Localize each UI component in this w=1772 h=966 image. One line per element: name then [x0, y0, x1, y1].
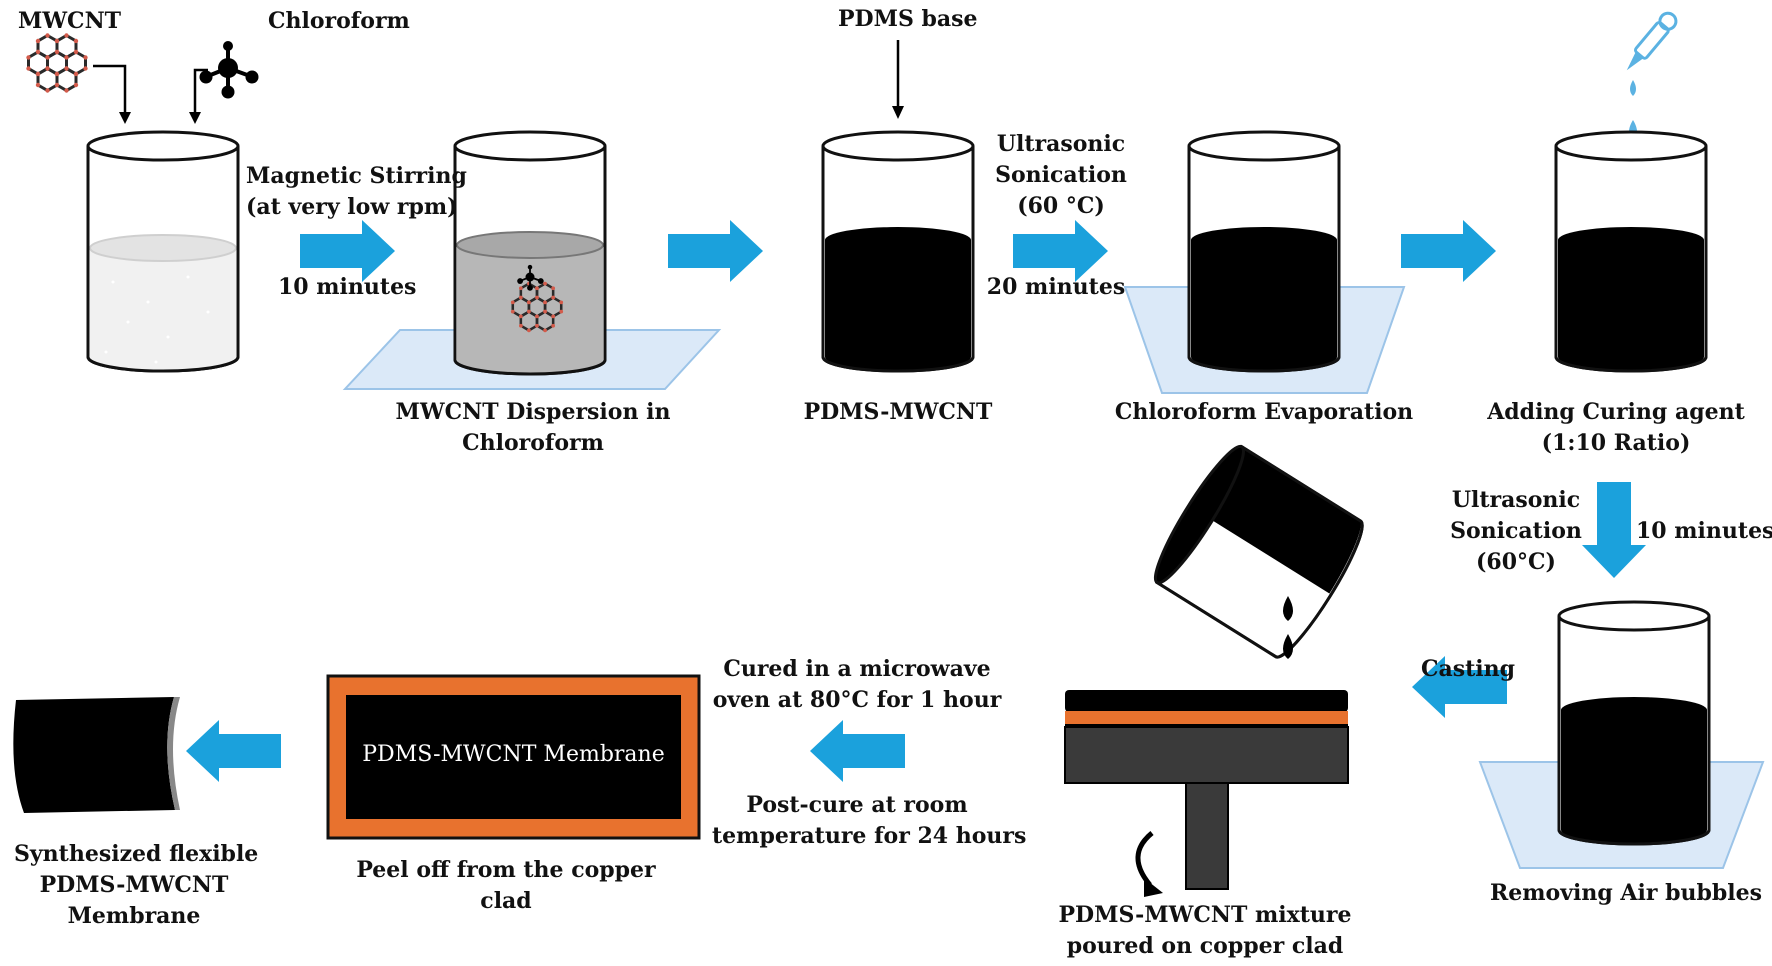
arrow-add-curing	[1401, 220, 1496, 282]
label-air-bubbles: Removing Air bubbles	[1490, 880, 1762, 906]
label-dispersion: MWCNT Dispersion in Chloroform	[395, 399, 671, 456]
arrow-curing	[810, 720, 905, 782]
label-sonication-2-time: 10 minutes	[1636, 518, 1772, 544]
arrow-stirring	[300, 220, 395, 282]
label-casting: Casting	[1420, 656, 1516, 682]
pouring-beaker	[1153, 444, 1364, 659]
label-post-cure: Post-cure at room temperature for 24 hou…	[712, 792, 1027, 849]
label-stirring-time: 10 minutes	[278, 274, 417, 300]
label-sonication-2-method: Ultrasonic Sonication (60°C)	[1450, 487, 1582, 575]
spin-coater	[1064, 690, 1349, 897]
label-cure: Cured in a microwave oven at 80°C for 1 …	[712, 656, 1002, 713]
drop-2	[1283, 634, 1293, 659]
label-pdms-mwcnt: PDMS-MWCNT	[803, 399, 993, 425]
chloroform-feed-line	[193, 68, 208, 118]
arrow-sonication-2	[1582, 482, 1646, 578]
beaker-curing-agent	[1554, 130, 1708, 373]
label-sonication-1-method: Ultrasonic Sonication (60 °C)	[995, 131, 1127, 219]
label-mwcnt: MWCNT	[18, 8, 122, 34]
beaker-degassing	[1557, 600, 1711, 846]
beaker-mwcnt-chloroform	[86, 130, 240, 373]
label-final-membrane: Synthesized flexible PDMS-MWCNT Membrane	[14, 841, 259, 929]
dropper-icon	[1626, 11, 1678, 140]
arrow-sonication-1	[1013, 220, 1108, 282]
label-sonication-1-time: 20 minutes	[986, 274, 1126, 300]
arrow-casting	[1412, 656, 1507, 718]
copper-clad	[326, 674, 701, 840]
drop-1	[1283, 596, 1293, 621]
label-peel: Peel off from the copper clad	[356, 857, 656, 914]
beaker-dispersion	[453, 130, 607, 376]
label-poured: PDMS-MWCNT mixture poured on copper clad	[1058, 902, 1352, 959]
label-stirring-method: Magnetic Stirring (at very low rpm)	[246, 163, 467, 220]
chloroform-molecule-icon	[197, 39, 261, 101]
beaker-evaporation	[1187, 130, 1341, 373]
mwcnt-feed-line	[93, 64, 127, 118]
arrow-add-pdms	[668, 220, 763, 282]
mwcnt-molecule-icon	[26, 33, 87, 92]
label-pdms-base: PDMS base	[838, 6, 978, 32]
label-chloroform: Chloroform	[268, 8, 410, 34]
label-curing-agent: Adding Curing agent (1:10 Ratio)	[1487, 399, 1745, 456]
pdms-base-arrowhead	[892, 106, 904, 119]
membrane-label: PDMS-MWCNT Membrane	[362, 742, 665, 767]
beaker-pdms-mwcnt	[821, 130, 975, 373]
flexible-membrane	[13, 697, 180, 813]
arrow-peel	[186, 720, 281, 782]
label-evaporation: Chloroform Evaporation	[1114, 399, 1414, 425]
